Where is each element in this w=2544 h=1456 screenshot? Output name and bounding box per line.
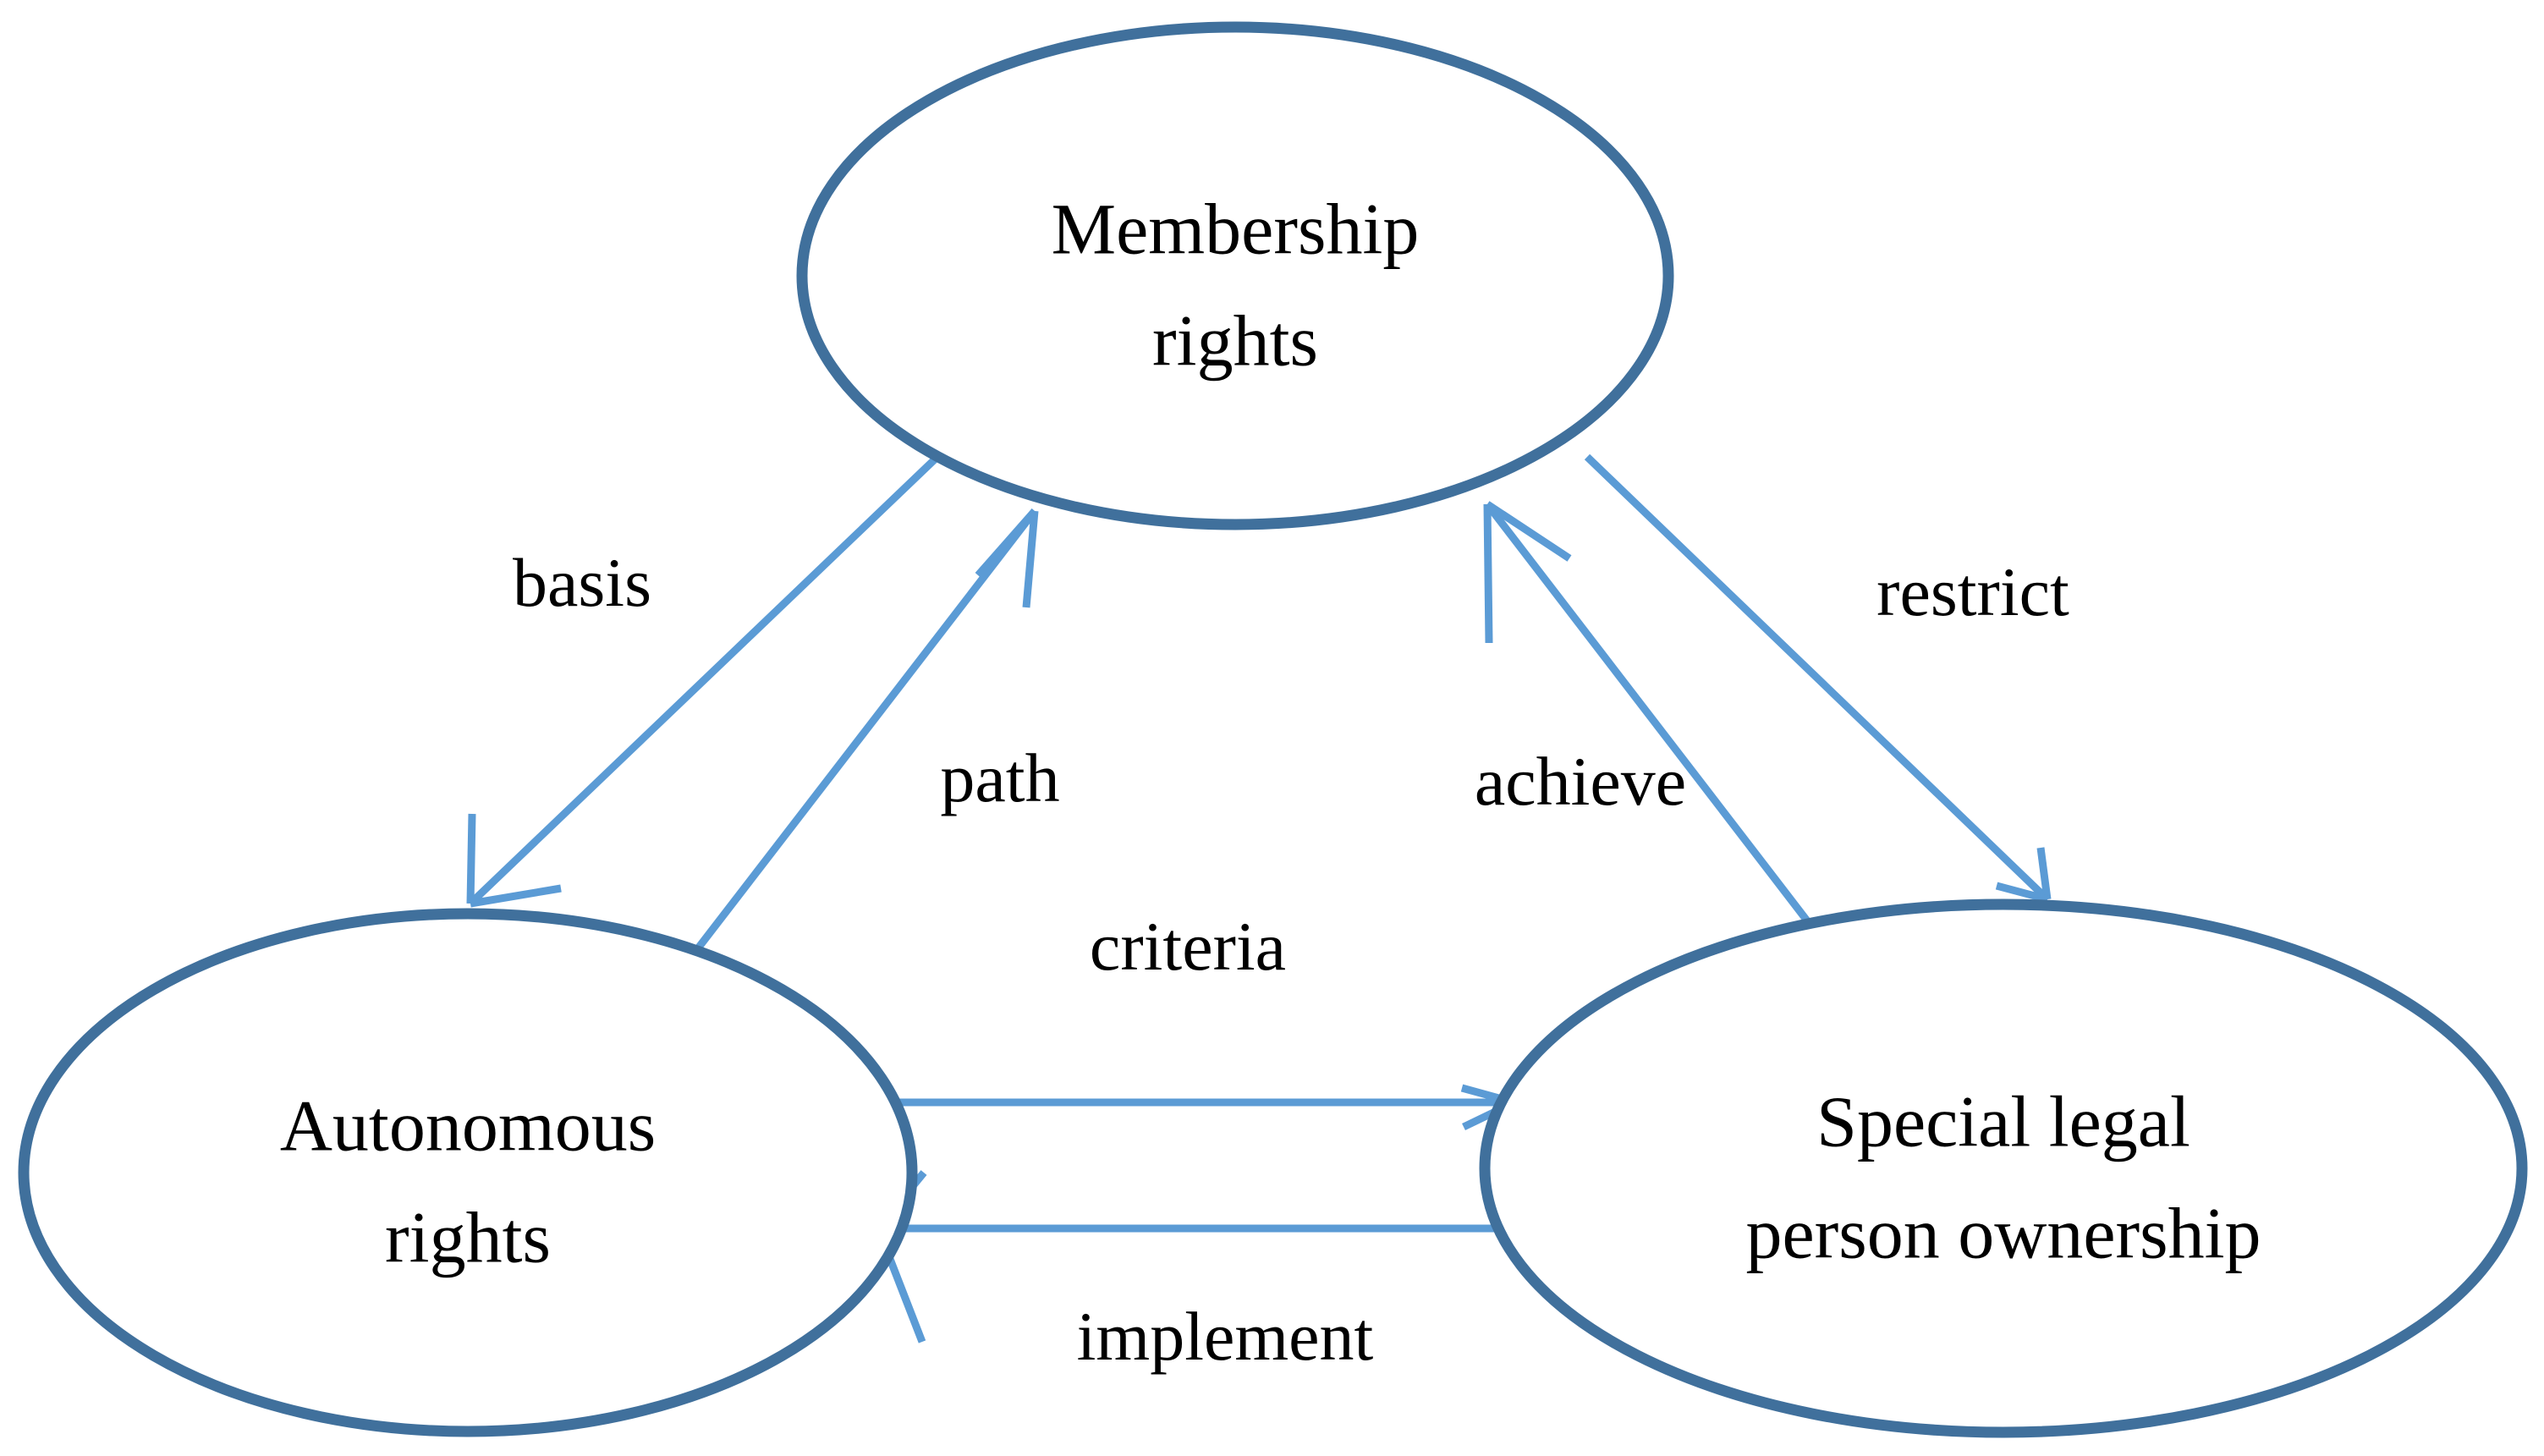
- edge-basis-line: [467, 453, 941, 907]
- edge-achieve[interactable]: [1483, 501, 1838, 959]
- node-autonomous-rights-shape: [18, 908, 918, 1437]
- edge-label-criteria: criteria: [1090, 908, 1286, 985]
- edge-label-implement: implement: [1077, 1298, 1374, 1375]
- edge-label-basis: basis: [513, 544, 651, 621]
- node-special-legal-person-ownership[interactable]: Special legal person ownership: [1479, 898, 2528, 1438]
- edge-restrict-line: [1584, 453, 2051, 903]
- edge-restrict-arrowhead-barb1: [2036, 847, 2052, 900]
- node-membership-rights[interactable]: Membership rights: [796, 21, 1674, 530]
- edge-basis-arrowhead-barb1: [466, 813, 476, 904]
- edge-achieve-arrowhead-barb1: [1483, 503, 1493, 644]
- edge-restrict[interactable]: [1584, 453, 2052, 904]
- node-special-legal-person-ownership-label-line2: person ownership: [1745, 1193, 2261, 1274]
- edge-path-line: [689, 508, 1038, 959]
- edge-path-arrowhead-barb1: [1022, 510, 1039, 608]
- node-membership-rights-shape: [796, 21, 1674, 530]
- edge-basis[interactable]: [466, 453, 941, 908]
- edge-path-arrowhead-barb2: [975, 508, 1038, 578]
- edge-restrict-arrowhead-barb2: [1995, 882, 2049, 904]
- node-autonomous-rights[interactable]: Autonomous rights: [18, 908, 918, 1437]
- node-special-legal-person-ownership-label-line1: Special legal: [1816, 1081, 2190, 1162]
- node-special-legal-person-ownership-shape: [1479, 898, 2528, 1438]
- edge-path[interactable]: [689, 508, 1039, 959]
- edge-label-path: path: [940, 739, 1059, 816]
- edge-criteria[interactable]: [887, 1084, 1516, 1131]
- node-autonomous-rights-label-line1: Autonomous: [280, 1085, 656, 1167]
- edge-achieve-line: [1484, 502, 1838, 959]
- edge-label-restrict: restrict: [1876, 553, 2069, 630]
- node-membership-rights-label-line1: Membership: [1052, 189, 1420, 270]
- edge-basis-arrowhead-barb2: [470, 884, 562, 908]
- edge-label-achieve: achieve: [1475, 743, 1686, 820]
- node-autonomous-rights-label-line2: rights: [385, 1197, 551, 1278]
- node-membership-rights-label-line2: rights: [1152, 300, 1318, 382]
- edge-achieve-arrowhead-barb2: [1485, 501, 1572, 562]
